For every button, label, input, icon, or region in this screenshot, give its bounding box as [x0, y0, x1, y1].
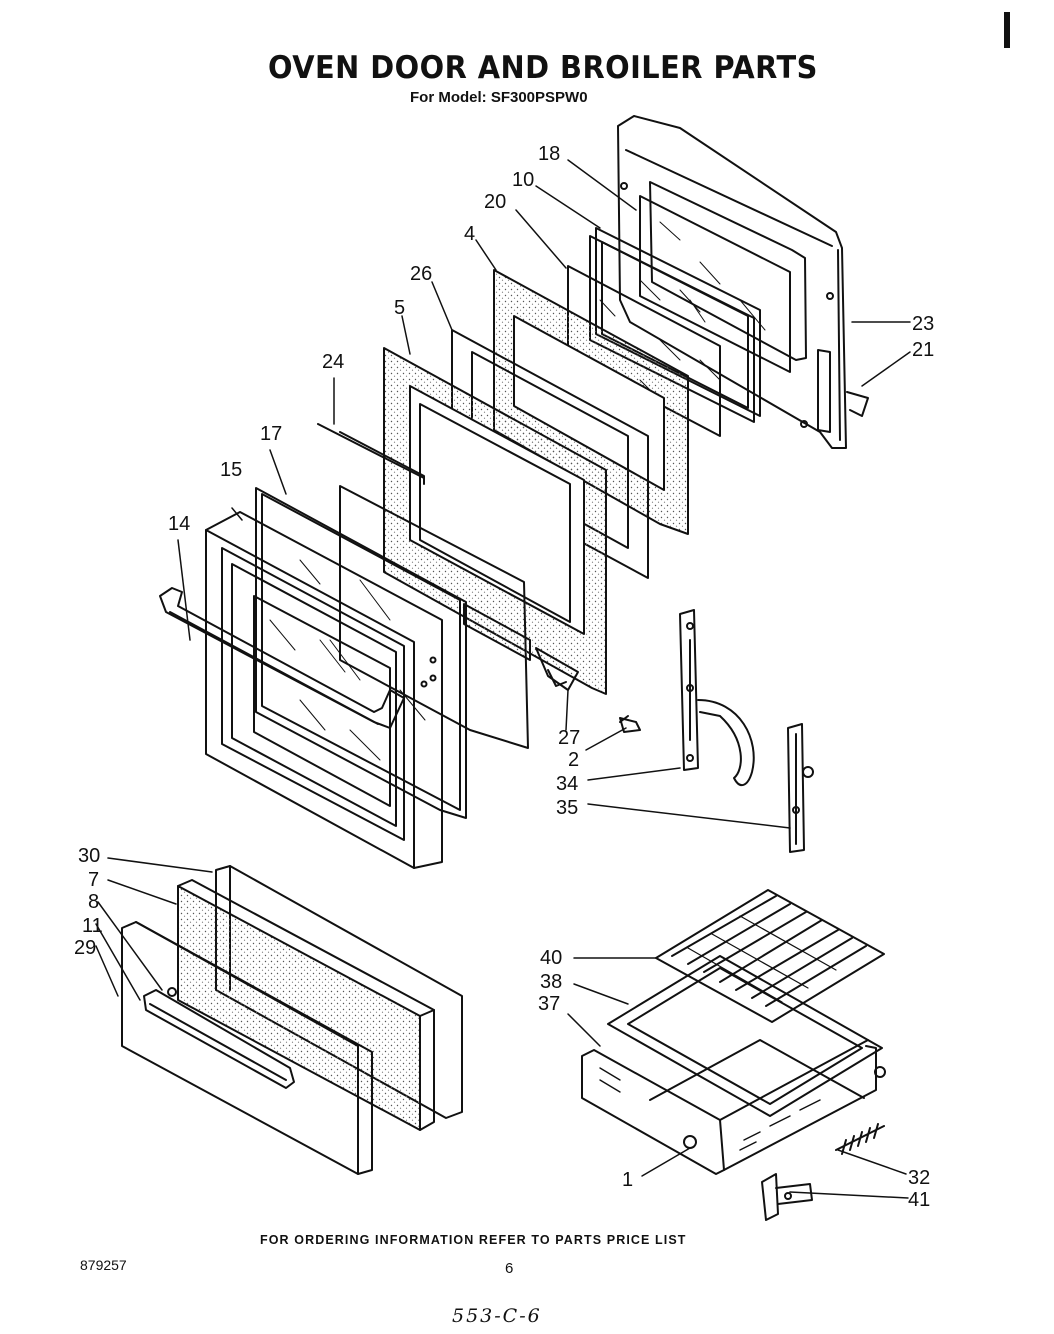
part-5-insulation-panel — [383, 347, 607, 695]
part-41-bracket — [761, 1173, 813, 1221]
part-18-inner-glass — [639, 195, 791, 373]
callout-24: 24 — [322, 351, 344, 373]
part-24-rod — [317, 423, 425, 485]
callout-27: 27 — [558, 727, 580, 749]
part-38-broiler-pan — [607, 955, 883, 1117]
callout-8: 8 — [88, 891, 99, 913]
part-10-glass-pack — [589, 227, 761, 423]
document-number: 879257 — [80, 1257, 127, 1273]
corner-registration-mark — [1004, 12, 1010, 48]
ordering-note: FOR ORDERING INFORMATION REFER TO PARTS … — [260, 1233, 687, 1247]
part-32-spring — [835, 1123, 885, 1155]
part-14-door-handle — [159, 587, 405, 729]
part-7-drawer-insulation — [177, 879, 435, 1131]
callout-labels: 18 10 20 4 26 5 24 17 15 14 23 21 27 2 3… — [74, 143, 934, 1211]
callout-37: 37 — [538, 993, 560, 1015]
callout-35: 35 — [556, 797, 578, 819]
callout-23: 23 — [912, 313, 934, 335]
callout-10: 10 — [512, 169, 534, 191]
page-title: OVEN DOOR AND BROILER PARTS — [268, 50, 818, 86]
callout-11: 11 — [82, 915, 103, 937]
callout-26: 26 — [410, 263, 432, 285]
page-number: 6 — [505, 1260, 514, 1277]
part-40-broiler-grid — [655, 889, 885, 1023]
leader-lines — [95, 159, 911, 1199]
part-2-hinge-pin — [619, 715, 641, 733]
callout-41: 41 — [908, 1189, 930, 1211]
callout-14: 14 — [168, 513, 190, 535]
callout-18: 18 — [538, 143, 560, 165]
model-subtitle: For Model: SF300PSPW0 — [410, 89, 588, 106]
callout-30: 30 — [78, 845, 100, 867]
callout-32: 32 — [908, 1167, 930, 1189]
callout-38: 38 — [540, 971, 562, 993]
callout-15: 15 — [220, 459, 242, 481]
door-inner-liner — [339, 485, 579, 749]
callout-7: 7 — [88, 869, 99, 891]
callout-5: 5 — [394, 297, 405, 319]
callout-1: 1 — [622, 1169, 633, 1191]
part-15-outer-door — [205, 511, 443, 869]
callout-4: 4 — [464, 223, 475, 245]
callout-20: 20 — [484, 191, 506, 213]
part-34-hinge-arm — [679, 609, 755, 787]
callout-40: 40 — [540, 947, 562, 969]
part-11-drawer-handle — [143, 989, 295, 1089]
callout-29: 29 — [74, 937, 96, 959]
handwritten-note: 553-C-6 — [452, 1305, 542, 1327]
callout-17: 17 — [260, 423, 282, 445]
part-8-handle-screw — [167, 987, 177, 997]
part-29-drawer-front — [121, 921, 373, 1175]
part-37-broiler-drawer-frame — [581, 1039, 886, 1175]
part-17-door-glass — [255, 487, 467, 819]
callout-34: 34 — [556, 773, 578, 795]
part-23-door-back-frame — [617, 115, 869, 449]
callout-21: 21 — [912, 339, 934, 361]
callout-2: 2 — [568, 749, 579, 771]
part-35-hinge-receiver — [787, 723, 814, 853]
